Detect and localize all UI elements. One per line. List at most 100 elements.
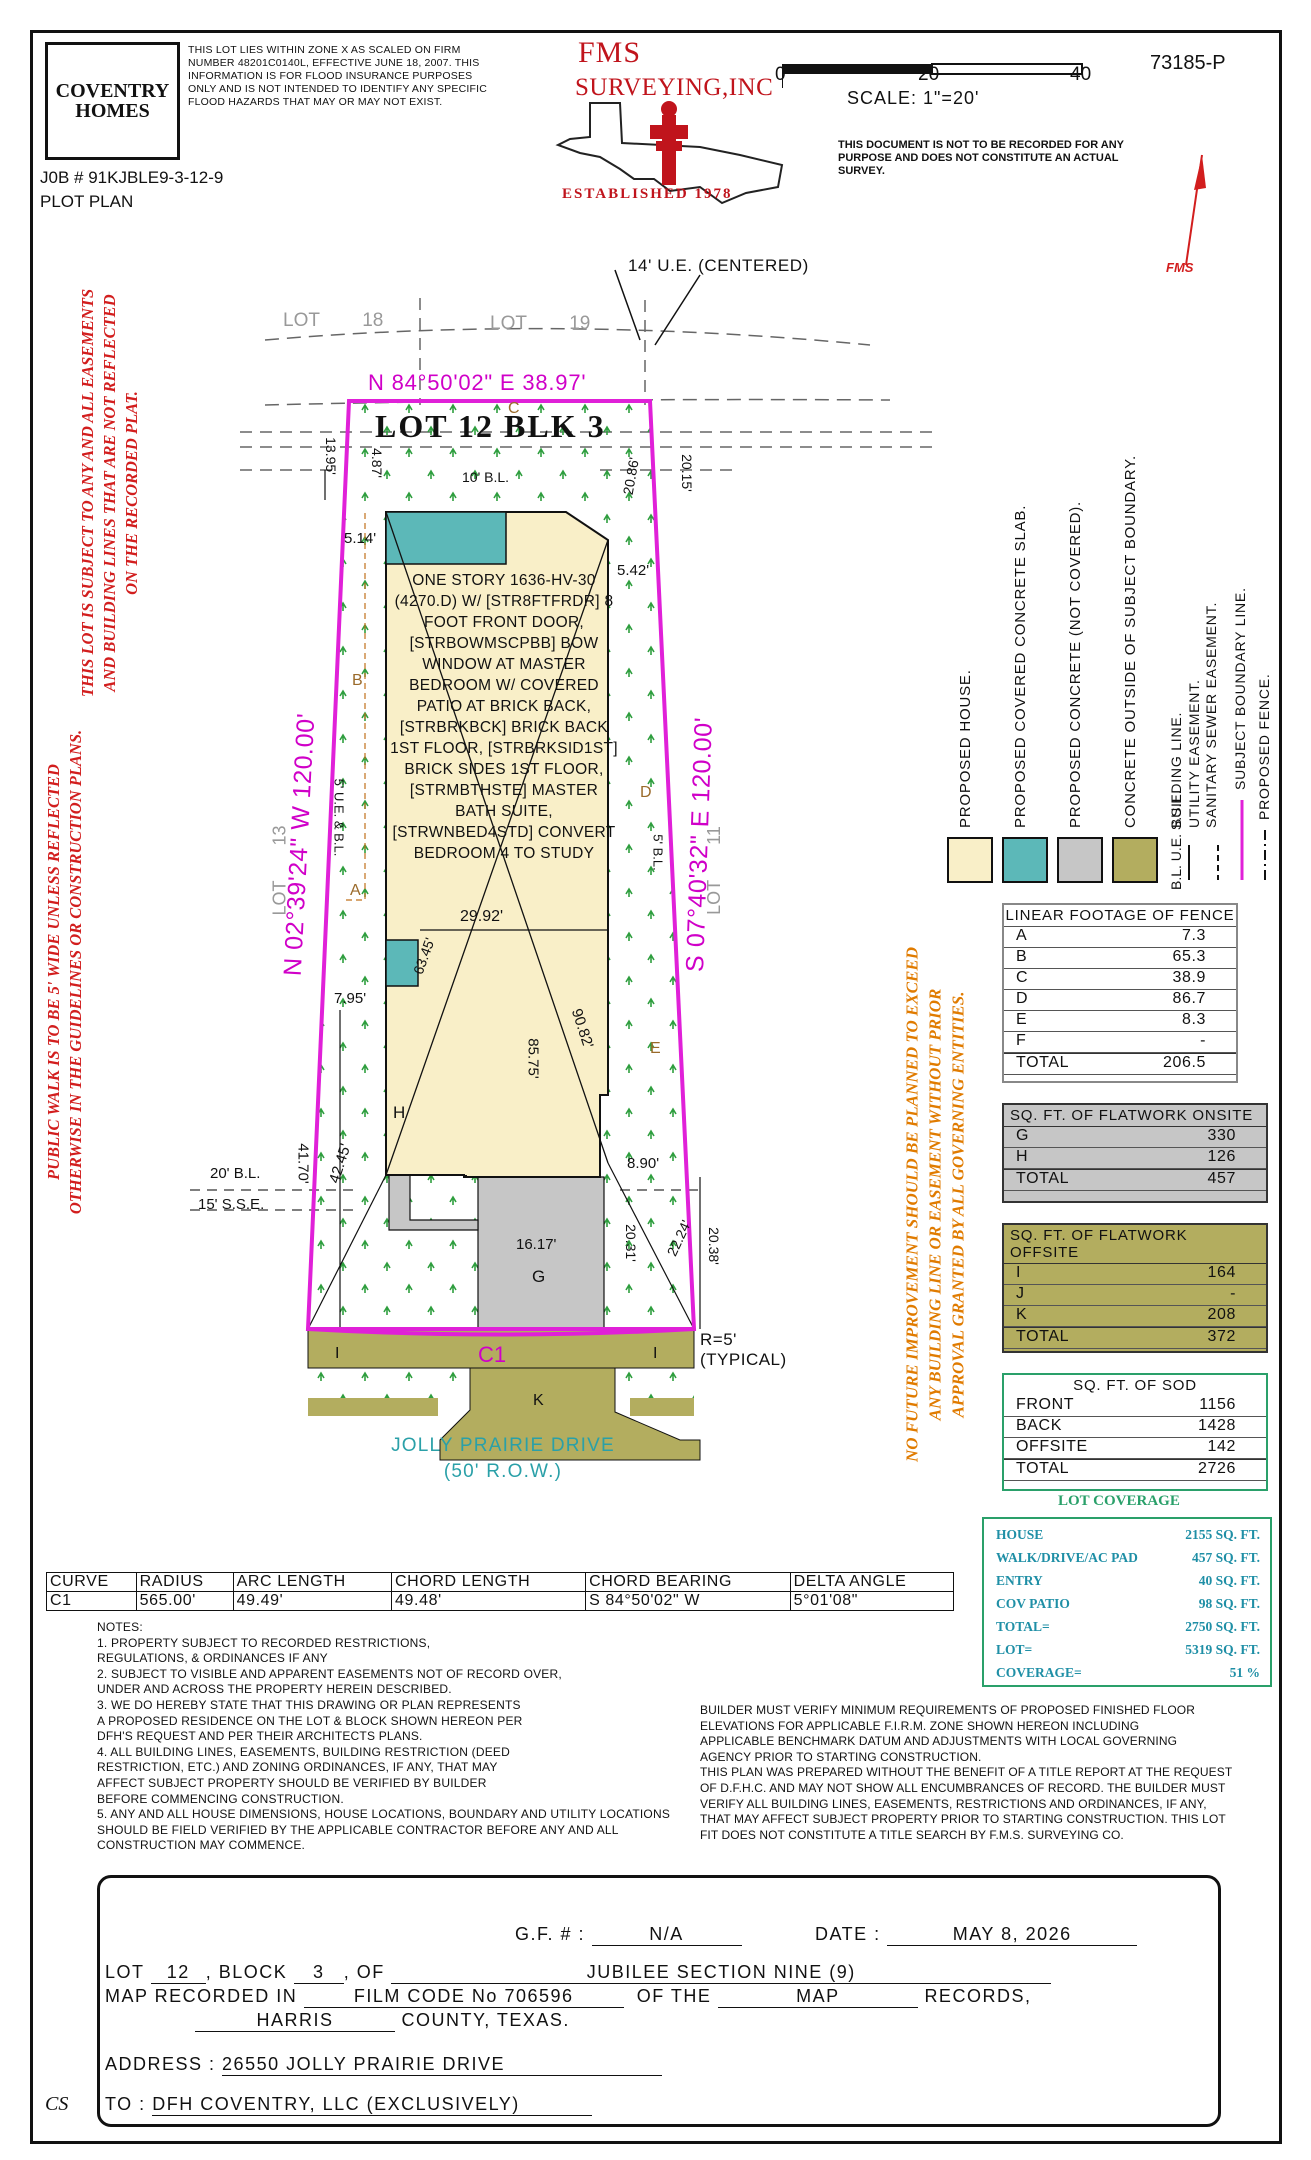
established-text: ESTABLISHED 1978 [562,186,733,202]
dim-8575: 85.75' [524,1038,542,1079]
table-row: G 330 [1004,1127,1266,1148]
row-value: - [1230,1285,1236,1302]
lot-block-field: LOT 12, BLOCK 3, OF JUBILEE SECTION NINE… [105,1962,1052,1984]
dim-1395: 13.95' [322,437,339,475]
street-label: JOLLY PRAIRIE DRIVE(50' R.O.W.) [391,1435,615,1482]
curve-header-cell: RADIUS [135,1572,234,1592]
row-value: 7.3 [1181,927,1206,944]
area-k-label: K [533,1392,544,1409]
curve-header-cell: ARC LENGTH [232,1572,393,1592]
fence-table-title: LINEAR FOOTAGE OF FENCE [1004,905,1236,927]
note-2: 2. SUBJECT TO VISIBLE AND APPARENT EASEM… [97,1666,562,1697]
logo-line2: HOMES [75,100,150,122]
note-1: 1. PROPERTY SUBJECT TO RECORDED RESTRICT… [97,1635,431,1666]
legend-ue-desc: UTILITY EASEMENT. [1186,679,1202,828]
coverage-row: TOTAL=2750 SQ. FT. [996,1619,1260,1634]
table-row: H 126 [1004,1148,1266,1169]
flood-zone-note: THIS LOT LIES WITHIN ZONE X AS SCALED ON… [188,44,488,108]
area-h-label: H [393,1103,406,1122]
legend-sse-desc: SANITARY SEWER EASEMENT. [1203,601,1219,828]
coverage-row: LOT=5319 SQ. FT. [996,1642,1260,1657]
row-label: H [1016,1148,1029,1165]
curve-cell: 49.48' [391,1591,587,1611]
row-value: - [1200,1032,1206,1049]
scale-zero: 0 [775,64,786,85]
row-value: 1428 [1198,1417,1236,1434]
bl-10-label: 10' B.L. [462,469,510,485]
row-label: OFFSITE [1016,1438,1088,1455]
dim-1617: 16.17' [516,1236,557,1253]
to-field: TO : DFH COVENTRY, LLC (EXCLUSIVELY) [105,2094,593,2116]
row-value: 372 [1207,1328,1236,1345]
area-i-right-label: I [653,1345,658,1362]
scale-bar [782,63,1083,88]
company-subtitle: SURVEYING,INC [575,74,774,101]
row-value: 38.9 [1172,969,1206,986]
row-label: J [1016,1285,1025,1302]
dim-487: 4.87' [368,448,385,478]
builder-note-1: BUILDER MUST VERIFY MINIMUM REQUIREMENTS… [700,1703,1195,1764]
scale-forty: 40 [1070,64,1092,85]
legend-house: PROPOSED HOUSE. [957,669,974,828]
address-field: ADDRESS : 26550 JOLLY PRAIRIE DRIVE [105,2054,663,2076]
row-value: 65.3 [1172,948,1206,965]
fence-d-label: D [640,784,652,801]
fence-b-label: B [352,672,363,689]
ue-label: 14' U.E. (CENTERED) [628,256,809,275]
legend-boundary-desc: SUBJECT BOUNDARY LINE. [1232,587,1248,790]
logo-line1: COVENTRY [55,80,170,102]
row-value: 126 [1207,1148,1236,1165]
flatwork-onsite-title: SQ. FT. OF FLATWORK ONSITE [1004,1105,1266,1127]
row-value: 457 [1207,1170,1236,1187]
disclaimer-text: THIS DOCUMENT IS NOT TO BE RECORDED FOR … [838,139,1124,177]
scale-twenty: 20 [918,64,940,85]
curve-header-cell: DELTA ANGLE [789,1572,955,1592]
lot19-label: LOT 19 [490,313,591,334]
company-name: FMS [578,36,642,69]
row-value: 330 [1207,1127,1236,1144]
ue-bl-label: 5' U.E. & B.L. [331,778,347,857]
row-label: G [1016,1127,1030,1144]
curve-cell: S 84°50'02" W [585,1591,791,1611]
radius-note: R=5'(TYPICAL) [700,1330,787,1369]
dim-4170: 41.70' [294,1143,312,1184]
date-field: DATE : MAY 8, 2026 [815,1924,1138,1946]
row-label: TOTAL [1016,1460,1070,1477]
row-label: F [1016,1032,1027,1049]
sod-title: SQ. FT. OF SOD [1073,1377,1197,1394]
dim-795: 7.95' [334,990,367,1007]
dim-514: 5.14' [344,530,377,547]
dim-2031: 20.31' [622,1224,639,1262]
north-arrow-icon [1185,154,1206,266]
fence-c-label: C [508,400,520,417]
curve-cell: 49.49' [232,1591,393,1611]
legend-concrete-outside: CONCRETE OUTSIDE OF SUBJECT BOUNDARY. [1122,455,1139,828]
note-4: 4. ALL BUILDING LINES, EASEMENTS, BUILDI… [97,1744,510,1806]
area-g-label: G [532,1267,546,1286]
row-label: K [1016,1306,1028,1323]
